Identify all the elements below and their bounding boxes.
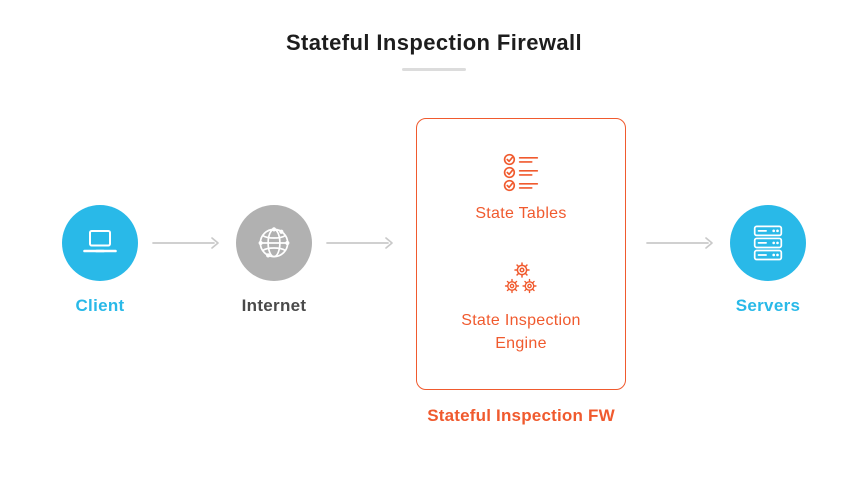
client-label: Client [75, 296, 125, 315]
client-node: Client [62, 205, 138, 315]
flow-diagram: Client [62, 96, 806, 425]
globe-network-icon [258, 227, 290, 258]
gears-icon [504, 262, 537, 294]
internet-label: Internet [241, 296, 307, 315]
firewall-group: State Tables State Inspection Engine [416, 118, 626, 425]
servers-label: Servers [735, 296, 801, 315]
flow-arrow [152, 237, 219, 249]
state-tables-checklist-icon [503, 153, 538, 191]
title-underline [402, 68, 466, 71]
laptop-icon [83, 230, 117, 253]
flow-arrow [646, 237, 713, 249]
servers-node: Servers [730, 205, 806, 315]
internet-node: Internet [236, 205, 312, 315]
flow-arrow [326, 237, 393, 249]
page-title: Stateful Inspection Firewall [285, 30, 583, 55]
firewall-caption: Stateful Inspection FW [427, 406, 615, 425]
client-circle [62, 205, 138, 281]
server-stack-icon [753, 225, 783, 261]
servers-circle [730, 205, 806, 281]
state-inspection-engine-label: State Inspection Engine [461, 311, 581, 353]
firewall-box: State Tables State Inspection Engine [416, 118, 626, 390]
state-tables-label: State Tables [475, 204, 567, 222]
internet-circle [236, 205, 312, 281]
